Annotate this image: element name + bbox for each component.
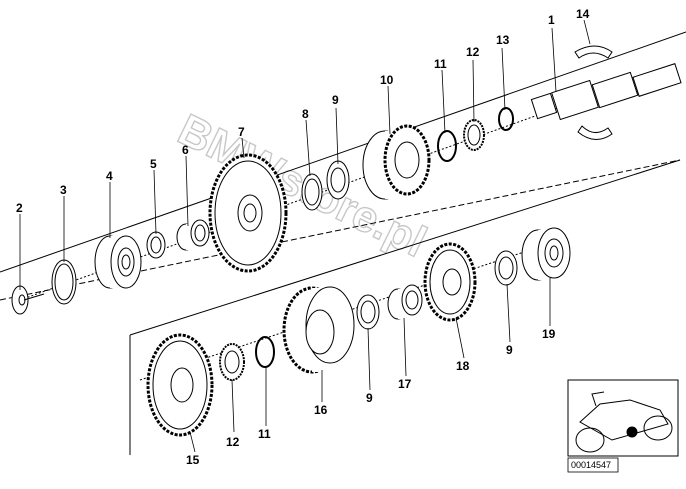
- upper-shaft-row: [11, 45, 682, 315]
- callout-9-lower-a: 9: [366, 391, 373, 405]
- part-9-washer-lower-b: [494, 250, 518, 286]
- part-7-gear: [208, 153, 288, 273]
- part-16-gear: [282, 286, 355, 374]
- part-18-gear: [423, 242, 477, 322]
- part-4-bearing: [94, 235, 142, 289]
- callout-6: 6: [182, 143, 189, 157]
- part-2-washer: [11, 285, 45, 315]
- callout-13: 13: [496, 33, 510, 47]
- reference-number: 00014547: [571, 460, 611, 470]
- callout-11-lower: 11: [258, 427, 271, 441]
- part-8-ring: [301, 173, 323, 211]
- part-13-ring: [498, 107, 514, 131]
- callout-2: 2: [16, 201, 23, 215]
- part-11-circlip-upper: [437, 130, 457, 162]
- callout-5: 5: [150, 157, 157, 171]
- part-19-bearing: [521, 227, 571, 281]
- callout-19: 19: [542, 327, 556, 341]
- callout-8: 8: [302, 107, 309, 121]
- inset-thumbnail: 00014547: [567, 379, 679, 473]
- callout-4: 4: [106, 169, 113, 183]
- assembly-frame: [0, 31, 686, 455]
- callout-18: 18: [456, 359, 470, 373]
- part-3-shim: [51, 259, 77, 305]
- callout-11-upper: 11: [434, 57, 447, 71]
- part-11-circlip-lower: [255, 336, 275, 368]
- part-14-bearing-shells: [574, 45, 613, 140]
- part-12-needle-bearing-lower: [219, 343, 245, 381]
- lower-shaft-row: [146, 227, 571, 437]
- part-1-shaft: [530, 63, 682, 121]
- callout-numbers: 1 2 3 4 5 6 7 8 9 9 9 10 11 11 12 12 13 …: [16, 7, 590, 467]
- callout-9-upper: 9: [332, 93, 339, 107]
- callout-14: 14: [576, 7, 590, 21]
- part-9-washer-upper: [326, 160, 350, 200]
- part-5-ring: [146, 231, 166, 259]
- part-9-washer-lower-a: [356, 294, 380, 330]
- callout-9-lower-b: 9: [506, 343, 513, 357]
- part-15-gear: [146, 333, 214, 437]
- callout-1: 1: [548, 13, 555, 27]
- part-10-gear: [362, 124, 431, 200]
- callout-16: 16: [314, 403, 328, 417]
- part-6-bushing: [176, 219, 210, 251]
- leader-lines: [19, 19, 591, 453]
- callout-12-upper: 12: [466, 45, 480, 59]
- callout-3: 3: [60, 183, 67, 197]
- callout-7: 7: [238, 125, 245, 139]
- callout-12-lower: 12: [226, 435, 240, 449]
- callout-17: 17: [398, 377, 412, 391]
- part-17-bushing: [387, 284, 423, 320]
- motorcycle-location-icon: [575, 391, 673, 453]
- callout-10: 10: [380, 73, 394, 87]
- part-12-needle-bearing-upper: [463, 119, 485, 151]
- callout-15: 15: [186, 453, 200, 467]
